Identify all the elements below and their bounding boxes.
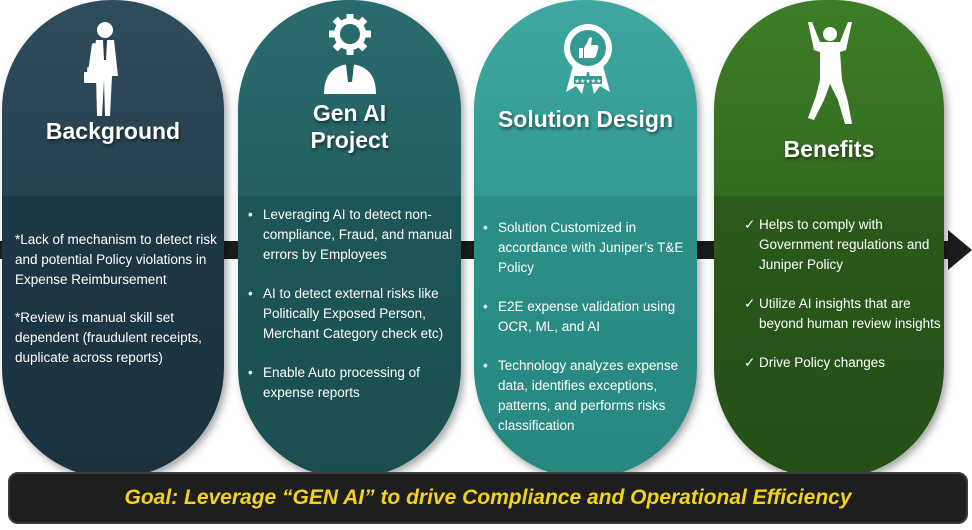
benefits-pill: Benefits ✓Helps to comply with Governmen… [714,0,944,478]
gen-ai-project-title: Gen AI Project [238,100,461,154]
gen-ai-title-line: Project [310,127,389,153]
list-item: ✓Drive Policy changes [744,355,886,370]
goal-banner: Goal: Leverage “GEN AI” to drive Complia… [8,472,968,524]
list-item: •Enable Auto processing of expense repor… [248,365,420,400]
svg-text:★★★★★: ★★★★★ [575,78,602,85]
list-item: •E2E expense validation using OCR, ML, a… [483,299,676,334]
businessman-icon [84,22,118,116]
list-item: •Technology analyzes expense data, ident… [483,358,679,433]
celebrating-person-icon [808,22,852,124]
background-paragraph: *Review is manual skill set dependent (f… [15,310,202,365]
list-item: ✓Utilize AI insights that are beyond hum… [744,296,941,331]
solution-design-title: Solution Design [497,106,674,132]
list-item: •AI to detect external risks like Politi… [248,286,444,341]
thumbs-up-badge-icon: ★★★★★ [564,24,612,94]
solution-design-pill: ★★★★★ Solution Design •Solution Customiz… [474,0,697,478]
gen-ai-project-pill: Gen AI Project •Leveraging AI to detect … [238,0,461,478]
list-item: •Leveraging AI to detect non-compliance,… [248,207,453,262]
goal-text: Goal: Leverage “GEN AI” to drive Complia… [124,486,852,509]
benefits-title: Benefits [783,136,875,162]
list-item: •Solution Customized in accordance with … [483,220,684,275]
background-text: *Lack of mechanism to detect risk and po… [15,230,224,386]
flow-arrow-head [948,230,972,270]
gen-ai-title-line: Gen AI [312,100,387,126]
list-item: ✓Helps to comply with Government regulat… [744,217,930,272]
benefits-bullet-list: ✓Helps to comply with Government regulat… [744,215,944,392]
solution-bullet-list: •Solution Customized in accordance with … [483,218,695,455]
background-title: Background [45,118,181,144]
gen-ai-bullet-list: •Leveraging AI to detect non-compliance,… [248,205,458,422]
background-paragraph: *Lack of mechanism to detect risk and po… [15,232,217,287]
background-pill: Background *Lack of mechanism to detect … [2,0,224,478]
person-gear-icon [324,14,376,94]
